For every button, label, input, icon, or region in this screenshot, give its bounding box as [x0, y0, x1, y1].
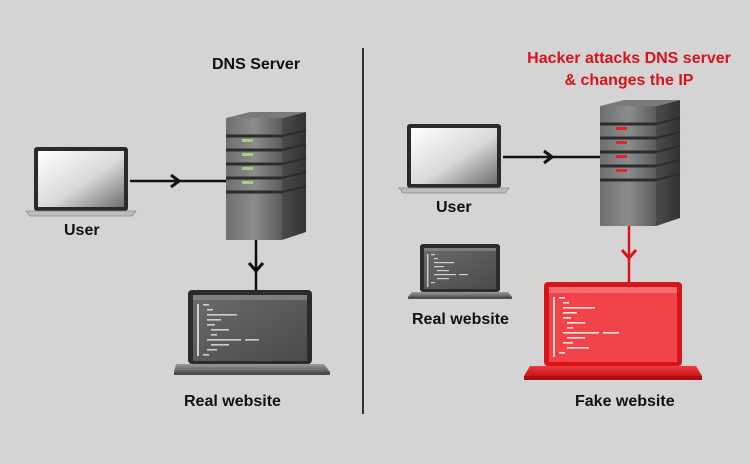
real-website-label-left: Real website: [184, 393, 281, 410]
real-website-label-right: Real website: [412, 311, 509, 328]
connector-server-to-website: [247, 240, 265, 292]
attack-caption: Hacker attacks DNS server & changes the …: [514, 48, 744, 92]
dns-server-label: DNS Server: [212, 56, 301, 73]
server-tower-icon: [226, 112, 307, 240]
attack-caption-line1: Hacker attacks DNS server: [527, 50, 731, 67]
code-laptop-icon: [174, 290, 330, 375]
connector-user-to-server-right: [503, 149, 600, 165]
user-label-left: User: [64, 222, 100, 239]
user-label-right: User: [436, 199, 472, 216]
laptop-icon-right: [398, 124, 510, 194]
code-laptop-icon-fake: [524, 282, 702, 380]
code-laptop-icon-small: [408, 244, 512, 299]
connector-server-to-fake-website: [620, 226, 638, 284]
fake-website-label: Fake website: [575, 393, 675, 410]
server-tower-icon-attacked: [600, 100, 681, 226]
laptop-icon: [25, 147, 137, 217]
connector-user-to-server: [130, 173, 226, 189]
attack-caption-line2: & changes the IP: [564, 72, 694, 89]
